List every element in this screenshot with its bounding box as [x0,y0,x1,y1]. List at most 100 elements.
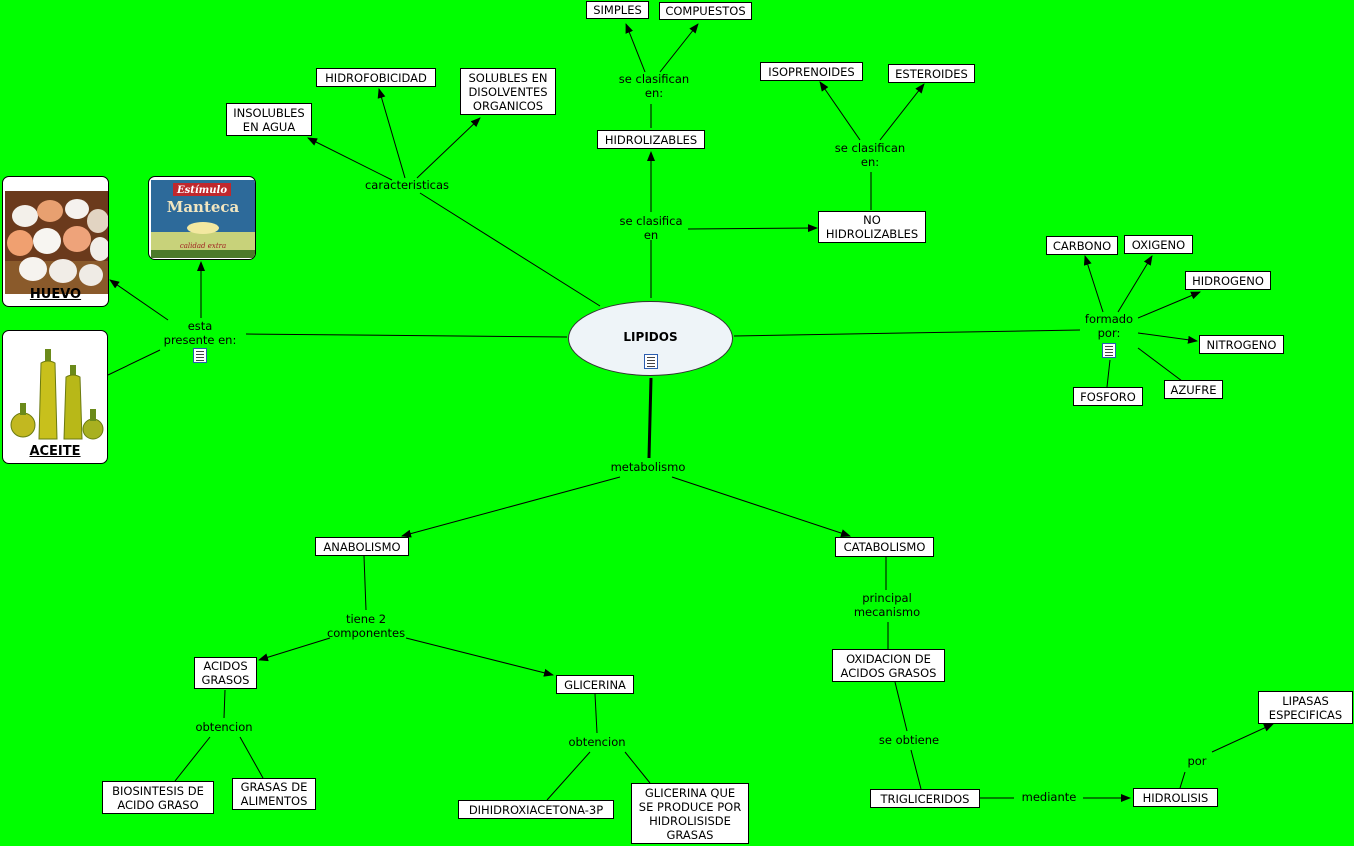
node-compuestos[interactable]: COMPUESTOS [659,2,752,20]
link-label-por[interactable]: por [1187,754,1206,768]
link-text: se clasifica [619,214,682,228]
node-glicerina[interactable]: GLICERINA [556,675,634,694]
node-lipasas[interactable]: LIPASAS ESPECIFICAS [1258,691,1353,724]
link-label-obtencion[interactable]: obtencion [195,720,252,734]
link-label-se-obtiene[interactable]: se obtiene [879,733,939,747]
link-label-metabolismo[interactable]: metabolismo [611,460,686,474]
node-text-line: ACIDOS GRASOS [841,666,937,680]
link-text: se clasifican [835,141,905,155]
link-label-se-clasifican-2[interactable]: se clasifican en: [835,141,905,169]
oil-bottles-image [5,341,107,445]
line-to-acidos-grasos [259,638,330,660]
link-text: en: [835,155,905,169]
image-card-manteca[interactable]: Estímulo Manteca calidad extra [148,176,256,260]
line-to-huevo [110,280,168,320]
line-to-compuestos [660,24,698,72]
node-grasas-alimentos[interactable]: GRASAS DE ALIMENTOS [232,778,316,810]
node-fosforo[interactable]: FOSFORO [1073,387,1143,406]
root-label: LIPIDOS [569,330,732,344]
link-label-formado-por[interactable]: formado por: [1085,312,1133,340]
link-text: se clasifican [619,72,689,86]
document-icon[interactable] [1102,343,1116,358]
aceite-caption: ACEITE [3,444,107,459]
node-text-line: GLICERINA QUE [645,786,735,800]
link-text: en: [619,86,689,100]
line-to-anabolismo [402,477,620,536]
link-label-obtencion-2[interactable]: obtencion [568,735,625,749]
image-card-aceite[interactable]: ACEITE [2,330,108,464]
node-anabolismo[interactable]: ANABOLISMO [315,537,409,556]
node-text-line: INSOLUBLES [233,106,304,120]
node-hidrolisis[interactable]: HIDROLISIS [1133,788,1218,807]
node-acidos-grasos[interactable]: ACIDOS GRASOS [194,657,257,689]
node-text-line: NO [863,213,881,227]
link-text: mecanismo [854,605,920,619]
link-label-esta-presente[interactable]: esta presente en: [164,319,237,347]
node-nitrogeno[interactable]: NITROGENO [1199,335,1284,354]
node-catabolismo[interactable]: CATABOLISMO [835,537,934,557]
line-to-oxigeno [1118,256,1152,312]
document-icon[interactable] [193,348,207,363]
node-trigliceridos[interactable]: TRIGLICERIDOS [870,789,980,808]
line-seobtiene-trigliceridos [911,750,921,789]
node-glicerina-hidrolisis[interactable]: GLICERINA QUE SE PRODUCE POR HIDROLISISD… [631,783,749,844]
node-isoprenoides[interactable]: ISOPRENOIDES [760,62,863,81]
node-text-line: ACIDO GRASO [117,798,198,812]
line-oxidacion-seobtiene [895,682,907,731]
node-solubles[interactable]: SOLUBLES EN DISOLVENTES ORGANICOS [460,68,556,115]
node-hidrolizables[interactable]: HIDROLIZABLES [597,130,705,149]
line-to-glicerina [406,638,553,675]
line-to-grasas-alimentos [240,737,263,778]
line-to-nitrogeno [1138,333,1197,341]
line-to-biosintesis [175,737,210,781]
node-text-line: OXIDACION DE [846,652,931,666]
link-label-principal[interactable]: principal mecanismo [854,591,920,619]
eggs-image [5,191,108,294]
node-text-line: LIPASAS [1282,694,1329,708]
link-text: esta [164,319,237,333]
line-root-formado [734,330,1080,336]
node-biosintesis[interactable]: BIOSINTESIS DE ACIDO GRASO [102,781,214,814]
line-to-esteroides [880,84,924,140]
node-text-line: DISOLVENTES [468,85,547,99]
link-label-caracteristicas[interactable]: caracteristicas [365,178,449,192]
root-node-lipidos[interactable]: LIPIDOS [568,301,733,376]
line-anabolismo-tiene [364,556,366,610]
huevo-caption: HUEVO [3,287,108,302]
link-label-se-clasifica[interactable]: se clasifica en [619,214,682,242]
node-esteroides[interactable]: ESTEROIDES [888,64,975,83]
node-simples[interactable]: SIMPLES [586,1,649,19]
link-label-tiene-2[interactable]: tiene 2 componentes [327,612,405,640]
line-to-hidrogeno [1138,292,1200,318]
line-to-isoprenoides [820,82,860,140]
node-oxigeno[interactable]: OXIGENO [1124,235,1193,254]
node-text-line: HIDROLIZABLES [826,227,918,241]
manteca-image: Estímulo Manteca calidad extra [151,180,255,258]
node-text-line: ACIDOS [203,659,247,673]
line-to-carbono [1085,256,1103,312]
node-hidrogeno[interactable]: HIDROGENO [1185,271,1271,290]
node-insolubles[interactable]: INSOLUBLES EN AGUA [226,103,312,136]
node-text-line: ESPECIFICAS [1269,708,1342,722]
manteca-brand-text: Estímulo [176,185,227,196]
node-text-line: SE PRODUCE POR [639,800,741,814]
node-text-line: EN AGUA [243,120,295,134]
node-oxidacion[interactable]: OXIDACION DE ACIDOS GRASOS [832,649,945,682]
link-label-mediante[interactable]: mediante [1022,790,1077,804]
node-azufre[interactable]: AZUFRE [1164,380,1223,399]
line-root-esta [246,334,567,337]
node-dihidroxiacetona[interactable]: DIHIDROXIACETONA-3P [458,800,614,819]
line-root-metabolismo [649,378,651,458]
node-carbono[interactable]: CARBONO [1046,236,1118,255]
image-card-huevo[interactable]: HUEVO [2,176,109,307]
line-to-solubles [417,118,480,178]
line-to-aceite [108,350,160,375]
line-to-fosforo [1107,360,1110,387]
link-label-se-clasifican[interactable]: se clasifican en: [619,72,689,100]
document-icon[interactable] [644,354,658,369]
line-to-insolubles [308,138,392,180]
node-hidrofobicidad[interactable]: HIDROFOBICIDAD [316,68,436,87]
node-no-hidrolizables[interactable]: NO HIDROLIZABLES [818,211,926,243]
link-text: presente en: [164,333,237,347]
node-text-line: ORGANICOS [473,99,543,113]
